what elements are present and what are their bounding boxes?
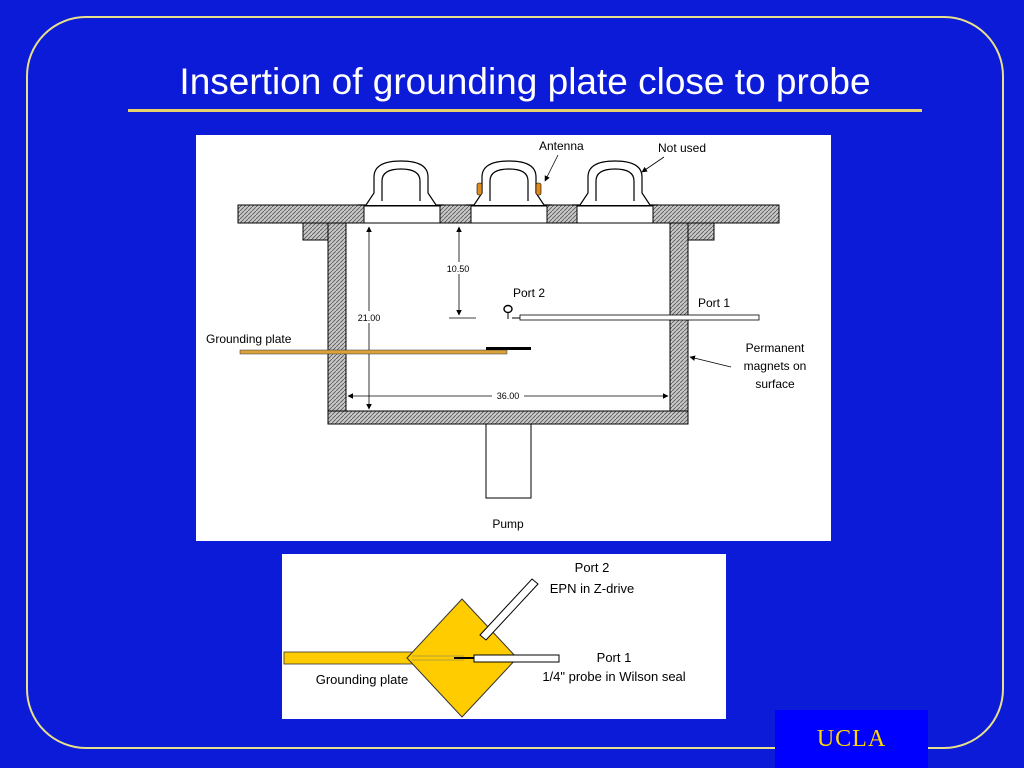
window-center [470,205,548,224]
chamber-wall-left [327,222,347,424]
title-underline [128,109,922,112]
magnets-label-line2: magnets on [744,359,807,373]
chamber-wall-right [669,222,689,424]
chamber-diagram-panel: Pump 10.50 21.00 36.00 Grounding plate P… [196,135,831,541]
dimension-height: 21.00 [358,313,381,323]
window-right [576,205,654,224]
slide-frame [26,16,1004,749]
antenna-element-left [476,182,483,196]
port1-description: 1/4" probe in Wilson seal [542,669,685,684]
magnets-label-line3: surface [755,377,795,391]
port2-description: EPN in Z-drive [550,581,635,596]
port2-label: Port 2 [575,560,610,575]
grounding-plate-tip [486,347,531,350]
antenna-dome-left [358,160,444,206]
dimension-bg-width [492,390,524,402]
ucla-logo: UCLA [775,710,928,768]
chamber-diagram: Pump 10.50 21.00 36.00 Grounding plate P… [206,139,807,531]
dimension-width: 36.00 [497,391,520,401]
dimension-depth: 10.50 [447,264,470,274]
antenna-pointer [544,154,559,182]
port1-label: Port 1 [698,296,730,310]
port2-label: Port 2 [513,286,545,300]
window-left [363,205,441,224]
magnets-pointer [689,355,732,368]
slide-title: Insertion of grounding plate close to pr… [179,61,871,102]
antenna-dome-right [572,160,658,206]
port2-probe [479,578,539,641]
not-used-label: Not used [658,141,706,155]
antenna-dome-center [466,160,552,206]
plate-detail-panel: Port 2 EPN in Z-drive Port 1 1/4" probe … [282,554,726,719]
not-used-pointer [641,156,665,173]
magnets-label-line1: Permanent [746,341,805,355]
port2-probe-loop [503,304,513,314]
pump-body [485,423,532,499]
flange-ledge-left [302,222,330,241]
port1-probe [519,314,760,321]
dimension-bg-depth [444,262,474,274]
grounding-plate-label: Grounding plate [206,332,292,346]
port1-label: Port 1 [597,650,632,665]
plate-detail-diagram: Port 2 EPN in Z-drive Port 1 1/4" probe … [283,560,686,718]
port1-probe [473,654,560,663]
chamber-floor [327,410,689,425]
flange-ledge-right [687,222,715,241]
grounding-plate-label: Grounding plate [316,672,409,687]
antenna-label: Antenna [539,139,584,153]
dimension-bg-height [353,311,385,323]
grounding-plate [239,349,508,355]
antenna-element-right [535,182,542,196]
pump-label: Pump [492,517,524,531]
